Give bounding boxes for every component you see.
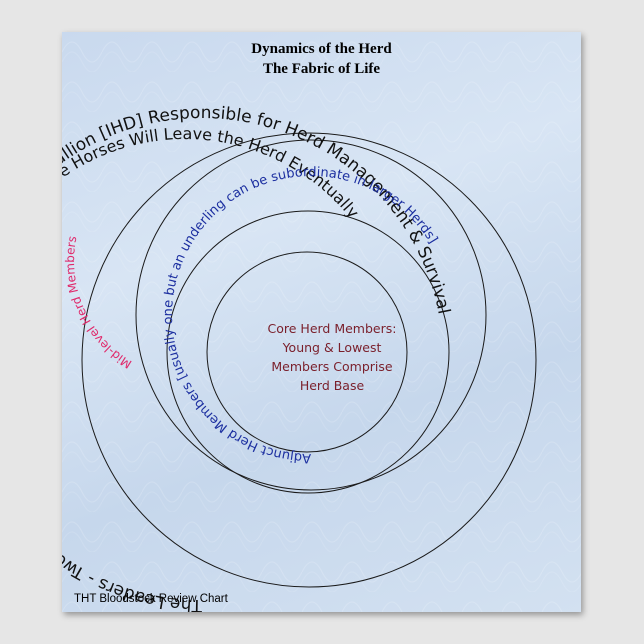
title-line-2: The Fabric of Life (262, 61, 381, 77)
credit-label: THT Bloodstock Review Chart (74, 593, 228, 605)
background-texture (62, 32, 581, 612)
core-members-label: Core Herd Members: Young & Lowest Member… (267, 321, 397, 393)
title-line-1: Dynamics of the Herd (251, 41, 392, 57)
herd-diagram: The Leaders - Two Highest Herd Members C… (62, 32, 581, 612)
ring-high-level (81, 132, 537, 588)
ring-mid-level (166, 210, 450, 494)
ring-core (206, 251, 408, 453)
ring-adjunct (135, 139, 487, 491)
poster: The Leaders - Two Highest Herd Members C… (62, 32, 581, 612)
